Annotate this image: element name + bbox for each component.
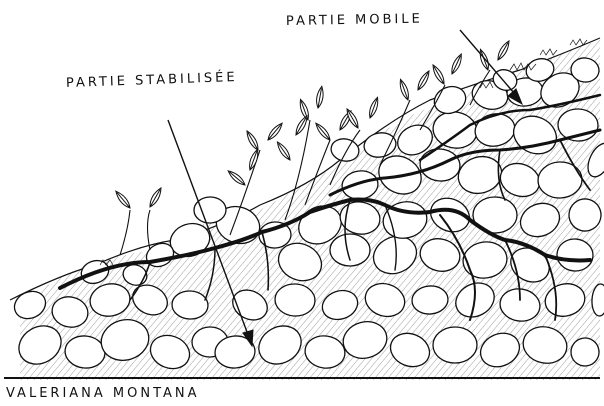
leaf-icon	[244, 129, 260, 151]
leaf-icon	[147, 186, 163, 208]
leaf-icon	[398, 78, 411, 101]
leaf-icon	[478, 48, 491, 71]
leaf-icon	[275, 140, 293, 161]
stone-icon	[330, 234, 370, 266]
leaf-icon	[226, 169, 247, 188]
leaf-icon	[495, 39, 511, 61]
leaf-icon	[315, 86, 325, 109]
leaf-icon	[430, 63, 446, 85]
stone-icon	[433, 327, 478, 364]
label-partie-mobile: PARTIE MOBILE	[286, 12, 423, 29]
leaf-icon	[367, 96, 380, 119]
leaf-icon	[314, 121, 333, 142]
leaf-icon	[266, 121, 285, 142]
leaf-icon	[114, 189, 133, 210]
leaf-icon	[449, 53, 464, 75]
leaf-icon	[415, 69, 431, 91]
label-species-name: VALERIANA MONTANA	[6, 386, 200, 401]
